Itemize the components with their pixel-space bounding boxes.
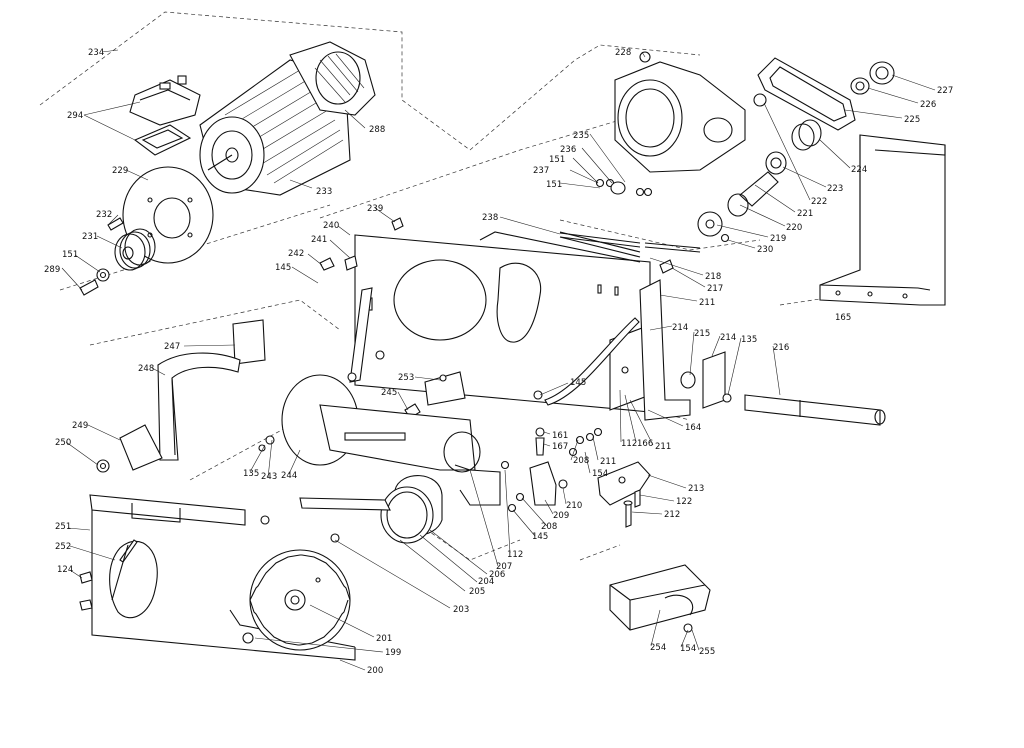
bracket-254 (609, 564, 711, 633)
label-220: 220 (786, 223, 802, 233)
guard-bracket (96, 319, 266, 473)
label-145-b: 145 (570, 378, 586, 388)
leader-lines (61, 49, 936, 671)
bracket-165 (819, 134, 946, 306)
label-288: 288 (369, 125, 385, 135)
label-214-a: 214 (672, 323, 688, 333)
label-201: 201 (376, 634, 392, 644)
label-238: 238 (482, 213, 498, 223)
lower-centre-parts (281, 287, 501, 544)
label-219: 219 (770, 234, 786, 244)
label-250: 250 (55, 438, 71, 448)
label-255: 255 (699, 647, 715, 657)
part-labels: 234 294 229 232 231 151 289 233 288 239 … (44, 48, 953, 676)
label-207: 207 (496, 562, 512, 572)
right-side-parts (544, 279, 886, 426)
label-234: 234 (88, 48, 104, 58)
label-221: 221 (797, 209, 813, 219)
label-216: 216 (773, 343, 789, 353)
label-233: 233 (316, 187, 332, 197)
label-228: 228 (615, 48, 631, 58)
label-224: 224 (851, 165, 867, 175)
label-145-a: 145 (275, 263, 291, 273)
label-151-a: 151 (62, 250, 78, 260)
label-205: 205 (469, 587, 485, 597)
label-225: 225 (904, 115, 920, 125)
label-164: 164 (685, 423, 701, 433)
label-112-a: 112 (621, 439, 637, 449)
label-229: 229 (112, 166, 128, 176)
label-217: 217 (707, 284, 723, 294)
label-247: 247 (164, 342, 180, 352)
label-231: 231 (82, 232, 98, 242)
label-206: 206 (489, 570, 505, 580)
label-227: 227 (937, 86, 953, 96)
label-230: 230 (757, 245, 773, 255)
label-253: 253 (398, 373, 414, 383)
label-212: 212 (664, 510, 680, 520)
label-122: 122 (676, 497, 692, 507)
label-239: 239 (367, 204, 383, 214)
label-215: 215 (694, 329, 710, 339)
label-211-b: 211 (655, 442, 671, 452)
label-211-c: 211 (600, 457, 616, 467)
label-112-b: 112 (507, 550, 523, 560)
label-151-b: 151 (549, 155, 565, 165)
label-124: 124 (57, 565, 73, 575)
label-209: 209 (553, 511, 569, 521)
label-222: 222 (811, 197, 827, 207)
label-244: 244 (281, 471, 297, 481)
label-208-b: 208 (541, 522, 557, 532)
label-218: 218 (705, 272, 721, 282)
label-237: 237 (533, 166, 549, 176)
label-249: 249 (72, 421, 88, 431)
label-232: 232 (96, 210, 112, 220)
label-208-a: 208 (573, 456, 589, 466)
label-251: 251 (55, 522, 71, 532)
label-235: 235 (573, 131, 589, 141)
label-211-a: 211 (699, 298, 715, 308)
label-154-a: 154 (592, 469, 608, 479)
label-135-a: 135 (741, 335, 757, 345)
label-243: 243 (261, 472, 277, 482)
base-plate-and-blade (89, 494, 356, 661)
label-223: 223 (827, 184, 843, 194)
label-161: 161 (552, 431, 568, 441)
belt-drive-assembly (595, 51, 895, 243)
label-241: 241 (311, 235, 327, 245)
label-199: 199 (385, 648, 401, 658)
label-204: 204 (478, 577, 494, 587)
label-242: 242 (288, 249, 304, 259)
label-294: 294 (67, 111, 83, 121)
label-214-b: 214 (720, 333, 736, 343)
label-166: 166 (637, 439, 653, 449)
label-151-c: 151 (546, 180, 562, 190)
label-252: 252 (55, 542, 71, 552)
motor-assembly (79, 41, 376, 296)
label-154-b: 154 (680, 644, 696, 654)
label-145-c: 145 (532, 532, 548, 542)
label-210: 210 (566, 501, 582, 511)
label-289: 289 (44, 265, 60, 275)
label-167: 167 (552, 442, 568, 452)
label-245: 245 (381, 388, 397, 398)
label-236: 236 (560, 145, 576, 155)
small-parts-cluster (79, 217, 674, 611)
label-213: 213 (688, 484, 704, 494)
label-248: 248 (138, 364, 154, 374)
label-226: 226 (920, 100, 936, 110)
label-254: 254 (650, 643, 666, 653)
label-135-b: 135 (243, 469, 259, 479)
label-240: 240 (323, 221, 339, 231)
label-203: 203 (453, 605, 469, 615)
label-200: 200 (367, 666, 383, 676)
label-165: 165 (835, 313, 851, 323)
